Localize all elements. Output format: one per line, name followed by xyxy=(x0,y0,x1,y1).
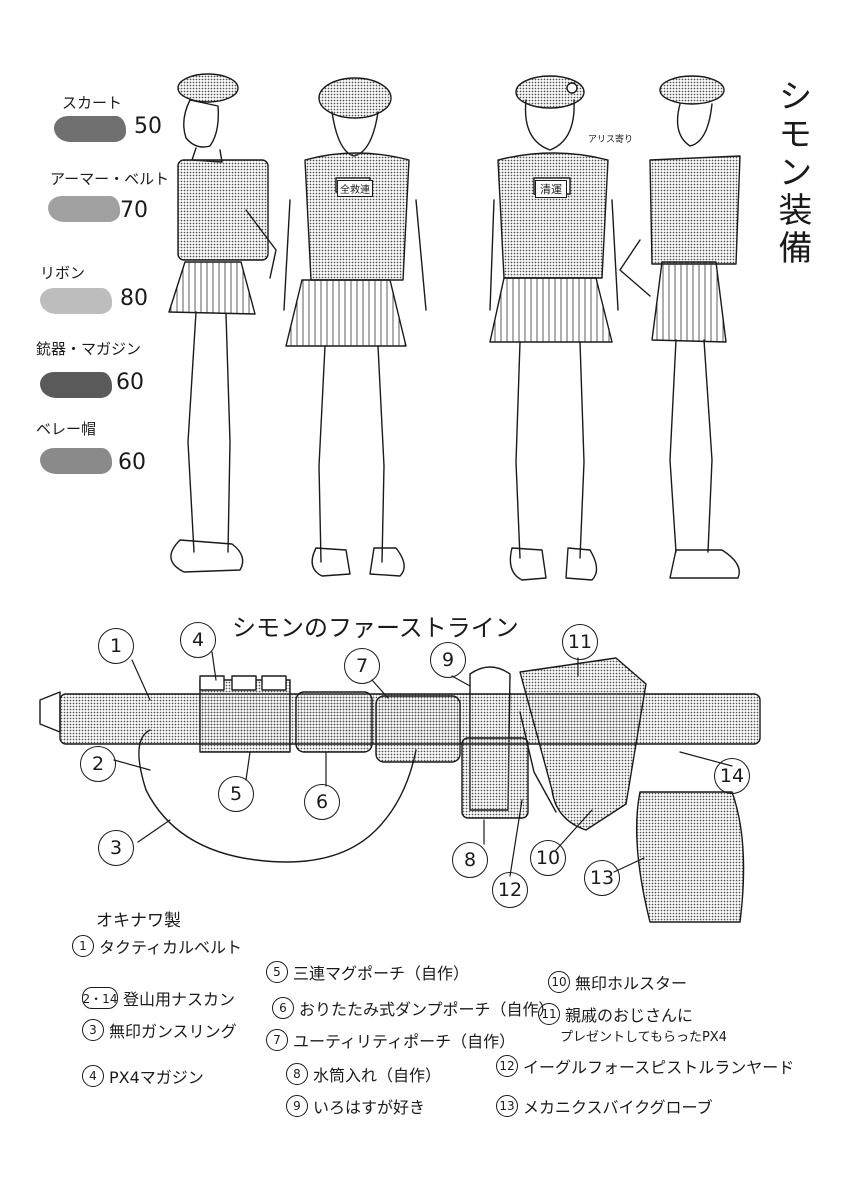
figure-back xyxy=(283,77,427,577)
callout-3: 3 xyxy=(98,830,134,866)
callout-1: 1 xyxy=(98,628,134,664)
swatch-skirt xyxy=(54,116,126,142)
figure-side-right xyxy=(619,75,741,579)
callout-14: 14 xyxy=(714,758,750,794)
figure-front xyxy=(489,75,619,581)
callout-12: 12 xyxy=(492,872,528,908)
callout-4: 4 xyxy=(180,622,216,658)
swatch-gun-magazine xyxy=(40,372,112,398)
gear-section-title: シモンのファーストライン xyxy=(232,614,519,642)
callout-13: 13 xyxy=(584,860,620,896)
swatch-value: 70 xyxy=(120,198,148,223)
swatch-value: 50 xyxy=(134,114,162,139)
armband-label: 清運 xyxy=(535,180,567,198)
swatch-value: 60 xyxy=(116,370,144,395)
figure-side-left xyxy=(168,73,277,573)
callout-7: 7 xyxy=(344,648,380,684)
swatch-beret xyxy=(40,448,112,474)
swatch-armor-belt xyxy=(48,196,120,222)
callout-9: 9 xyxy=(430,642,466,678)
swatch-label: 銃器・マガジン xyxy=(36,340,142,358)
swatch-label: ベレー帽 xyxy=(36,420,97,438)
sheet-title: シモン装備 xyxy=(772,78,812,268)
swatch-label: スカート xyxy=(62,94,123,112)
swatch-ribbon xyxy=(40,288,112,314)
swatch-label: アーマー・ベルト xyxy=(50,170,170,188)
gear-lineart xyxy=(39,657,761,923)
swatch-value: 80 xyxy=(120,286,148,311)
callout-5: 5 xyxy=(218,776,254,812)
figure-note: アリス寄り xyxy=(588,135,634,145)
callout-6: 6 xyxy=(304,784,340,820)
callout-8: 8 xyxy=(452,842,488,878)
swatch-label: リボン xyxy=(40,264,86,282)
armband-label: 全救連 xyxy=(337,180,373,197)
callout-2: 2 xyxy=(80,746,116,782)
legend-header: オキナワ製 xyxy=(96,911,181,931)
legend-item: プレゼントしてもらったPX4 xyxy=(560,1030,727,1045)
swatch-value: 60 xyxy=(118,450,146,475)
callout-11: 11 xyxy=(562,624,598,660)
callout-10: 10 xyxy=(530,840,566,876)
